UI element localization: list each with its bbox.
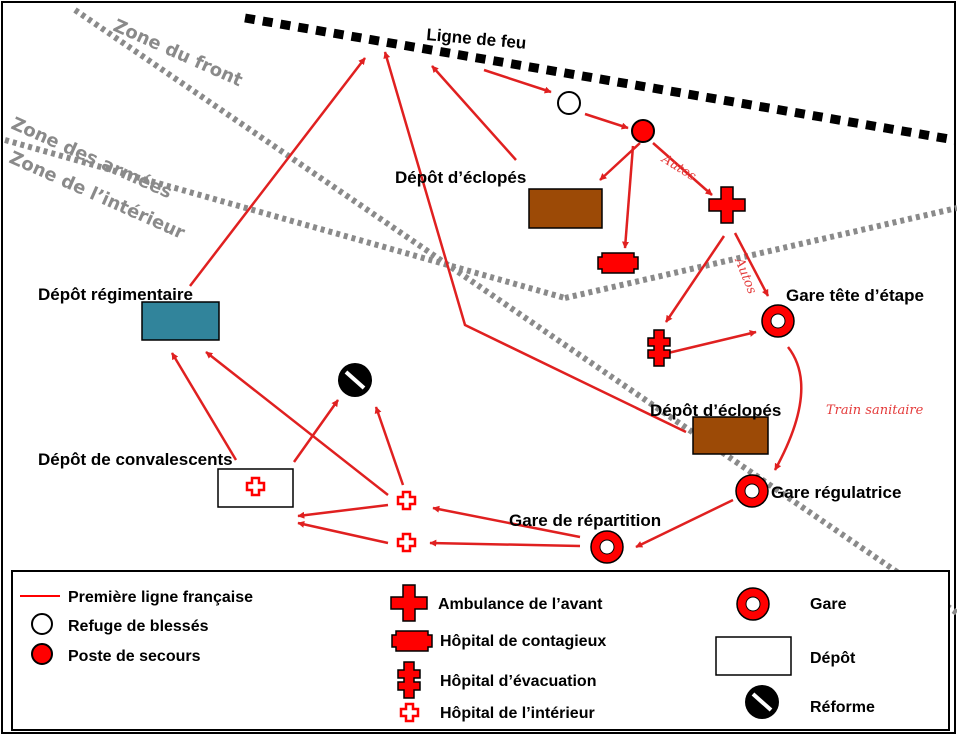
legend-reforme: Réforme — [810, 699, 875, 716]
legend-poste-icon — [31, 643, 53, 665]
depot-eclopes-label-2: Dépôt d’éclopés — [650, 401, 781, 420]
gare-tete-etape-icon — [761, 304, 795, 338]
interieur-icons — [245, 476, 417, 553]
interieur-icon-2 — [396, 532, 417, 553]
armies-zone-boundary-right — [564, 205, 957, 301]
depot-convalescents-label: Dépôt de convalescents — [38, 450, 233, 469]
legend-interieur: Hôpital de l’intérieur — [440, 705, 595, 722]
legend-depot-icon — [715, 636, 792, 676]
depot-regimentaire-box — [141, 301, 220, 341]
legend-depot: Dépôt — [810, 650, 856, 667]
autos-label-1: Autos — [658, 151, 699, 184]
zone-front-label: Zone du front — [110, 15, 246, 91]
legend-refuge: Refuge de blessés — [68, 618, 209, 635]
legend-ambulance: Ambulance de l’avant — [438, 596, 603, 613]
train-sanitaire-label: Train sanitaire — [826, 403, 924, 418]
legend-gare: Gare — [810, 596, 847, 613]
line-of-fire — [244, 13, 956, 145]
legend-interieur-icon — [399, 702, 420, 723]
legend-poste: Poste de secours — [68, 648, 201, 665]
ambulance-icon — [708, 186, 746, 224]
legend-contagieux: Hôpital de contagieux — [440, 633, 606, 650]
legend-frame — [11, 570, 950, 731]
gare-repartition-icon — [590, 530, 624, 564]
gare-tete-etape-label: Gare tête d’étape — [786, 286, 924, 305]
legend: Première ligne française Refuge de bless… — [11, 570, 950, 731]
gare-regulatrice-label: Gare régulatrice — [771, 483, 901, 502]
autos-label-2: Autos — [731, 255, 759, 297]
poste-icon — [631, 119, 655, 143]
evacuation-arrows — [170, 51, 803, 549]
evacuation-icon — [647, 329, 671, 367]
legend-contagieux-icon — [391, 630, 433, 652]
legend-refuge-icon — [31, 613, 53, 635]
legend-premiere-ligne: Première ligne française — [68, 589, 253, 606]
depot-eclopes-box-2 — [692, 416, 769, 455]
front-zone-boundary — [73, 7, 957, 617]
depot-eclopes-label-1: Dépôt d’éclopés — [395, 168, 526, 187]
contagieux-icon — [597, 252, 639, 274]
refuge-icon — [557, 91, 581, 115]
gare-regulatrice-icon — [735, 474, 769, 508]
legend-evacuation-icon — [397, 661, 421, 699]
depot-regimentaire-label: Dépôt régimentaire — [38, 285, 193, 304]
armies-zone-boundary — [4, 137, 566, 301]
legend-ambulance-icon — [390, 584, 428, 622]
reforme-icon — [338, 363, 372, 397]
legend-evacuation: Hôpital d’évacuation — [440, 673, 596, 690]
depot-eclopes-box-1 — [528, 188, 603, 229]
gare-repartition-label: Gare de répartition — [509, 511, 661, 530]
interieur-icon-1 — [396, 490, 417, 511]
interieur-icon-depot — [245, 476, 266, 497]
